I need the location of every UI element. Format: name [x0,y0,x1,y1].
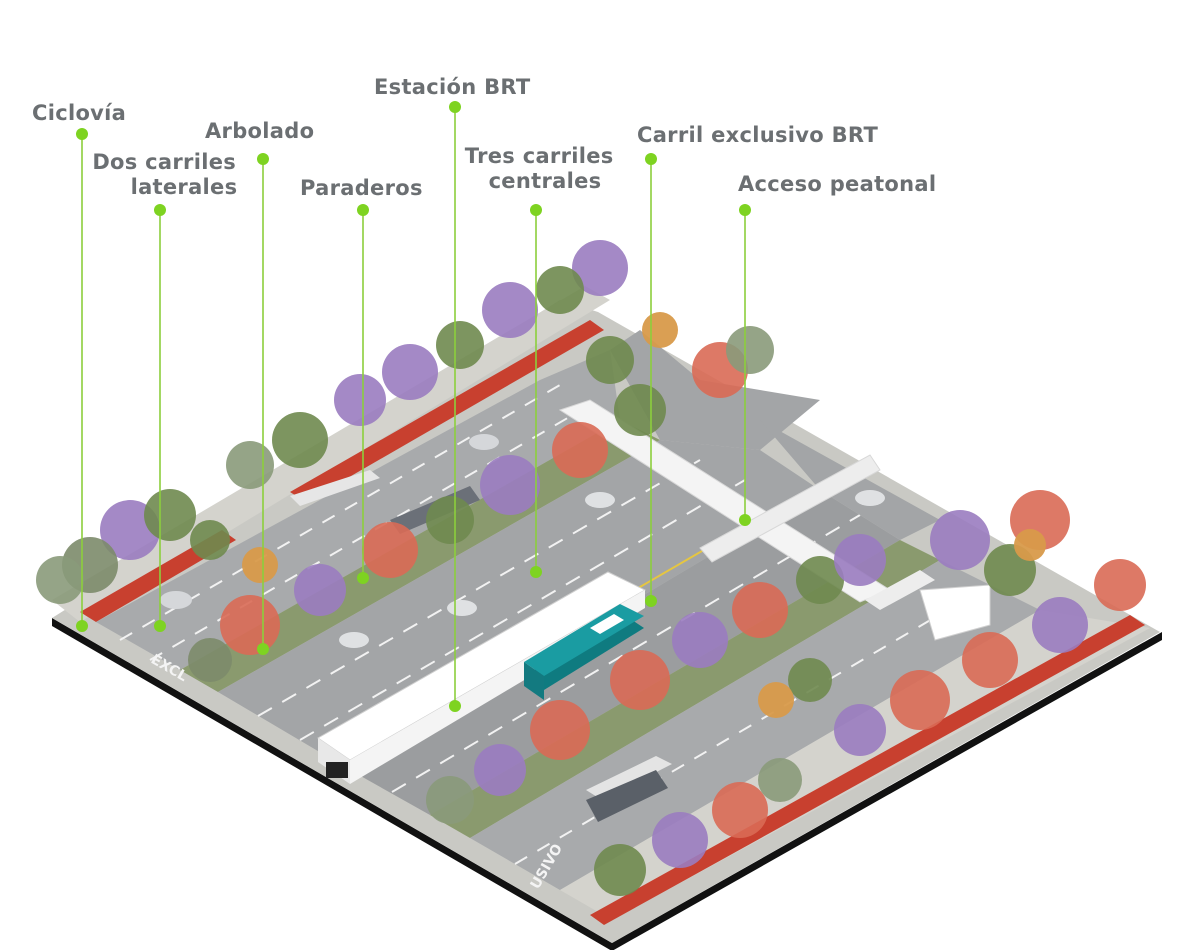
trees [36,240,1146,896]
label-tres-carriles-centrales: Tres carriles centrales [465,144,621,193]
label-acceso-peatonal: Acceso peatonal [738,172,936,196]
bike-lane-left-back [290,320,604,502]
label-ciclovia: Ciclovía [32,101,126,125]
brt-exclusive-lane [350,490,900,815]
callout-labels: Ciclovía Dos carriles laterales Arbolado… [32,75,936,200]
leader-lines [81,107,746,706]
label-paraderos-line-1: Paraderos [300,176,423,200]
label-carril-exclusivo-brt: Carril exclusivo BRT [637,123,878,147]
label-dos-carriles-line-2: laterales [131,175,238,199]
side-bus-stop [586,756,672,822]
bike-lane-right [590,615,1145,925]
pedestrian-bridge [558,399,991,641]
median-strip-left [180,420,660,692]
label-tres-carriles-line-1: Tres carriles [465,144,614,168]
label-arbolado: Arbolado [205,119,314,143]
label-carril-exclusivo-line-1: Carril exclusivo BRT [637,123,878,147]
callout-dots [76,101,751,712]
label-acceso-peatonal-line-1: Acceso peatonal [738,172,936,196]
label-estacion-brt: Estación BRT [374,75,531,99]
label-tres-carriles-line-2: centrales [489,169,602,193]
cars [160,434,885,648]
label-dos-carriles-line-1: Dos carriles [92,150,236,174]
label-paraderos: Paraderos [300,176,423,200]
label-ciclovia-line-1: Ciclovía [32,101,126,125]
label-estacion-brt-line-1: Estación BRT [374,75,531,99]
label-arbolado-line-1: Arbolado [205,119,314,143]
label-dos-carriles-laterales: Dos carriles laterales [92,150,243,199]
brt-bus [524,604,644,700]
